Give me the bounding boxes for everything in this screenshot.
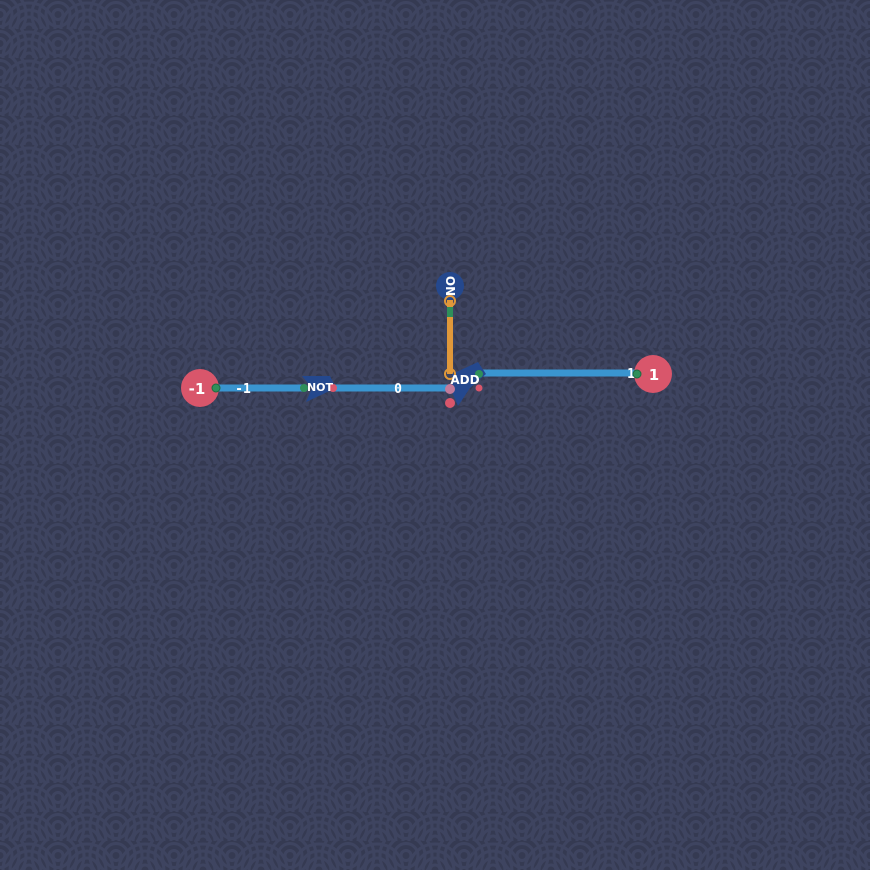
add-gate-input-port-c[interactable] bbox=[445, 398, 455, 408]
on-switch-port[interactable] bbox=[444, 295, 456, 307]
add-gate-label: ADD bbox=[450, 373, 479, 387]
add-gate-carry-port[interactable] bbox=[475, 384, 483, 392]
wire-value-label-input: -1 bbox=[235, 382, 251, 397]
output-node[interactable]: 1 bbox=[632, 355, 672, 393]
wire-value-label-add: 1 bbox=[627, 367, 635, 382]
add-gate[interactable]: ADD bbox=[444, 362, 486, 408]
not-gate-input-port[interactable] bbox=[300, 384, 308, 392]
on-switch-label: ON bbox=[443, 276, 457, 296]
output-node-label: 1 bbox=[649, 366, 659, 384]
output-port[interactable] bbox=[632, 369, 642, 379]
not-gate-label: NOT bbox=[307, 381, 334, 394]
input-node[interactable]: -1 bbox=[181, 369, 221, 407]
add-gate-output-port[interactable] bbox=[475, 370, 483, 378]
input-node-label: -1 bbox=[189, 380, 206, 398]
input-port[interactable] bbox=[211, 383, 221, 393]
on-switch[interactable]: ON bbox=[436, 272, 464, 307]
not-gate[interactable]: NOT bbox=[300, 376, 337, 402]
wire-value-label-not: 0 bbox=[394, 382, 402, 397]
add-gate-input-port-b[interactable] bbox=[445, 384, 455, 394]
add-gate-input-port-a[interactable] bbox=[444, 368, 456, 380]
not-gate-output-port[interactable] bbox=[329, 384, 337, 392]
